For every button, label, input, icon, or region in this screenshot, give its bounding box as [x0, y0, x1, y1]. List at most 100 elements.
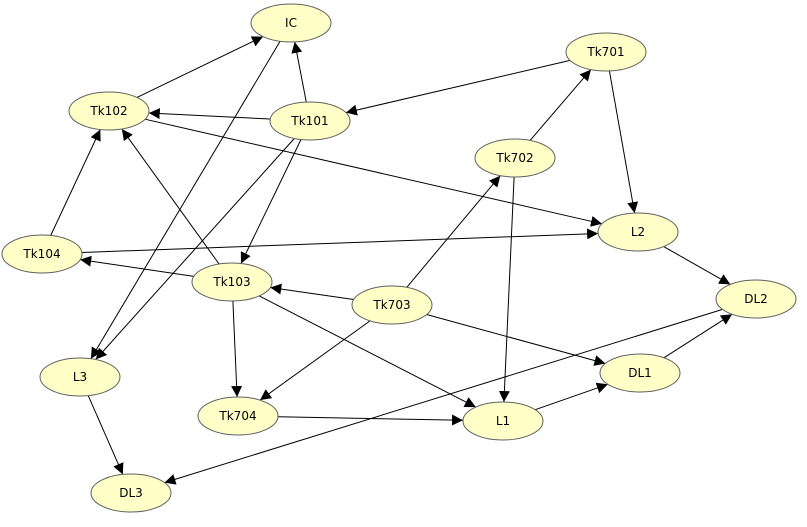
node-label: Tk701: [586, 45, 624, 59]
edge-line: [90, 41, 281, 359]
edge-tk103-to-tk102: [121, 128, 220, 265]
node-shape[interactable]: [462, 401, 544, 441]
node-tk101[interactable]: Tk101: [269, 101, 351, 141]
node-label: Tk101: [290, 114, 328, 128]
node-shape[interactable]: [474, 138, 556, 178]
edge-line: [87, 395, 124, 475]
edge-l2-to-dl2: [663, 246, 731, 285]
node-label: DL3: [119, 486, 143, 500]
node-shape[interactable]: [597, 212, 679, 252]
edge-tk703-to-dl1: [426, 314, 606, 366]
edge-tk702-to-l1: [498, 176, 515, 403]
node-label: IC: [285, 16, 297, 30]
edge-line: [240, 139, 302, 264]
edge-line: [148, 108, 271, 120]
node-label: DL1: [628, 366, 652, 380]
edge-line: [164, 308, 723, 485]
edge-line: [144, 118, 603, 227]
edge-line: [50, 129, 101, 236]
node-label: DL2: [744, 292, 768, 306]
node-shape[interactable]: [1, 234, 83, 274]
node-shape[interactable]: [269, 101, 351, 141]
edge-tk101-to-tk102: [148, 108, 271, 120]
node-label: Tk703: [372, 298, 410, 312]
node-dl2[interactable]: DL2: [715, 279, 797, 319]
edge-line: [259, 320, 371, 401]
node-layer: ICTk701Tk102Tk101Tk702L2Tk104Tk103DL2Tk7…: [1, 3, 797, 513]
node-l1[interactable]: L1: [462, 401, 544, 441]
node-label: Tk704: [218, 409, 256, 423]
edge-tk103-to-tk104: [80, 255, 194, 277]
node-tk104[interactable]: Tk104: [1, 234, 83, 274]
edge-tk101-to-l3: [95, 138, 295, 360]
edge-l1-to-dl1: [535, 382, 608, 411]
edge-tk102-to-ic: [136, 36, 264, 98]
node-label: L2: [631, 225, 645, 239]
node-tk703[interactable]: Tk703: [351, 285, 433, 325]
edge-tk101-to-ic: [291, 41, 307, 103]
node-tk702[interactable]: Tk702: [474, 138, 556, 178]
node-label: L3: [73, 370, 87, 384]
node-shape[interactable]: [197, 396, 279, 436]
edge-line: [95, 138, 295, 360]
node-shape[interactable]: [68, 91, 150, 131]
node-shape[interactable]: [191, 262, 273, 302]
node-shape[interactable]: [715, 279, 797, 319]
edge-tk103-to-l1: [258, 295, 477, 408]
node-label: Tk102: [89, 104, 127, 118]
edge-line: [426, 314, 606, 366]
edge-line: [291, 41, 307, 103]
edge-line: [136, 36, 264, 98]
node-shape[interactable]: [250, 3, 332, 43]
edge-line: [498, 176, 515, 403]
node-shape[interactable]: [39, 357, 121, 397]
edge-line: [406, 175, 501, 288]
edge-line: [663, 313, 733, 359]
edge-tk103-to-tk704: [231, 300, 243, 398]
node-tk704[interactable]: Tk704: [197, 396, 279, 436]
node-ic[interactable]: IC: [250, 3, 332, 43]
edge-layer: [50, 36, 733, 485]
edge-l3-to-dl3: [87, 395, 124, 475]
edge-line: [81, 228, 599, 253]
edge-line: [121, 128, 220, 265]
edge-line: [529, 69, 592, 141]
node-label: Tk104: [22, 247, 60, 261]
edge-tk102-to-l2: [144, 118, 603, 227]
node-tk701[interactable]: Tk701: [565, 32, 647, 72]
edge-tk104-to-l2: [81, 228, 599, 253]
edge-line: [608, 70, 639, 214]
node-dl3[interactable]: DL3: [90, 473, 172, 513]
edge-tk701-to-l2: [608, 70, 639, 214]
edge-line: [80, 255, 194, 277]
node-label: L1: [496, 414, 510, 428]
edge-tk702-to-tk701: [529, 69, 592, 141]
edge-tk704-to-l1: [277, 414, 464, 426]
edge-dl1-to-dl2: [663, 313, 733, 359]
node-dl1[interactable]: DL1: [599, 353, 681, 393]
node-l2[interactable]: L2: [597, 212, 679, 252]
edge-line: [277, 414, 464, 426]
edge-ic-to-l3: [90, 41, 281, 359]
edge-dl2-to-dl3: [164, 308, 723, 485]
node-tk103[interactable]: Tk103: [191, 262, 273, 302]
node-tk102[interactable]: Tk102: [68, 91, 150, 131]
node-shape[interactable]: [90, 473, 172, 513]
edge-tk101-to-tk103: [240, 139, 302, 264]
edge-tk703-to-tk103: [270, 283, 354, 300]
edge-line: [231, 300, 243, 398]
edge-line: [535, 382, 608, 411]
edge-tk703-to-tk704: [259, 320, 371, 401]
edge-tk703-to-tk702: [406, 175, 501, 288]
edge-line: [345, 59, 571, 116]
node-shape[interactable]: [565, 32, 647, 72]
node-shape[interactable]: [599, 353, 681, 393]
edge-line: [663, 246, 731, 285]
node-l3[interactable]: L3: [39, 357, 121, 397]
node-label: Tk103: [212, 275, 250, 289]
edge-line: [270, 283, 354, 300]
node-shape[interactable]: [351, 285, 433, 325]
edge-tk701-to-tk101: [345, 59, 571, 116]
node-label: Tk702: [495, 151, 533, 165]
